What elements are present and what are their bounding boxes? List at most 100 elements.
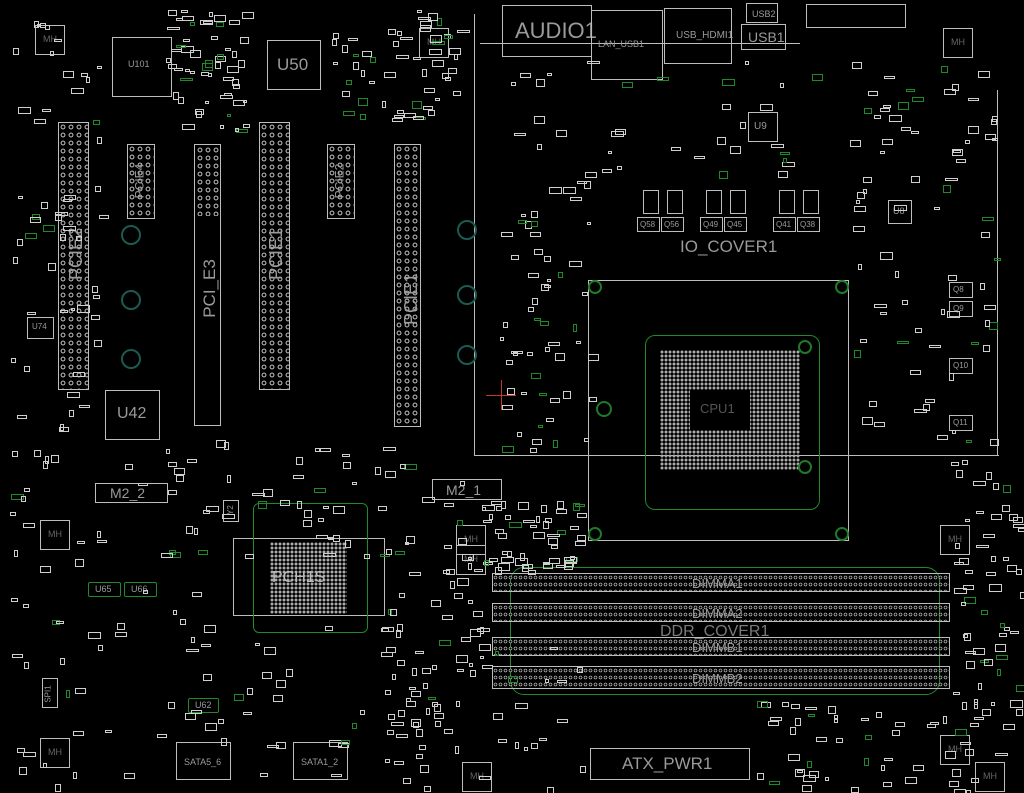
smd-pad <box>362 50 373 57</box>
smd-pad <box>411 690 422 697</box>
mosfet-q58[interactable] <box>637 217 660 232</box>
crystal-y2[interactable] <box>223 500 239 522</box>
smd-pad <box>943 715 948 724</box>
mosfet-q49[interactable] <box>700 217 723 232</box>
smd-pad <box>905 776 918 784</box>
m2-1-slot[interactable] <box>432 479 502 500</box>
smd-pad <box>53 39 62 43</box>
pcie-slot-1b[interactable] <box>394 144 421 427</box>
smd-pad <box>461 636 472 642</box>
smd-pad <box>547 786 555 793</box>
inductor <box>706 190 722 214</box>
dimm-b1-slot[interactable] <box>492 637 950 656</box>
vrm-q9[interactable] <box>949 301 973 317</box>
smd-pad <box>812 73 824 81</box>
pcie-slot-1[interactable] <box>259 122 290 390</box>
rear-connector-right[interactable] <box>806 4 906 28</box>
smd-pad <box>434 703 442 712</box>
smd-pad <box>243 123 251 128</box>
cpu-socket-outline[interactable] <box>588 280 849 541</box>
usb-hdmi-connector[interactable] <box>664 8 732 64</box>
sata-1-2-connector[interactable] <box>293 742 348 780</box>
smd-pad <box>936 435 948 441</box>
smd-pad <box>508 521 522 528</box>
vrm-q8[interactable] <box>949 282 973 298</box>
dimm-b2-slot[interactable] <box>492 666 950 689</box>
smd-pad <box>967 126 979 135</box>
chip-u65[interactable] <box>88 582 121 597</box>
cpu-socket-center <box>690 390 750 430</box>
mosfet-q56[interactable] <box>661 217 684 232</box>
smd-pad <box>562 187 576 195</box>
smd-pad <box>387 28 396 35</box>
smd-pad <box>378 506 388 512</box>
smd-pad <box>382 100 387 108</box>
smd-pad <box>62 225 76 231</box>
smd-pad <box>883 105 892 109</box>
pcie-slot-1b-label: PCIE1 <box>401 272 422 326</box>
smd-pad <box>970 342 979 346</box>
smd-pad <box>928 344 941 348</box>
smd-pad <box>216 54 224 61</box>
chip-u101[interactable] <box>112 37 172 97</box>
chip-u9[interactable] <box>748 112 778 142</box>
spi-header[interactable] <box>42 678 58 708</box>
smd-pad <box>442 72 450 79</box>
mounting-hole-label: MH <box>48 747 62 757</box>
smd-pad <box>550 647 559 651</box>
lan-usb-connector[interactable] <box>591 10 663 80</box>
smd-pad <box>427 109 435 116</box>
dimm-a1-slot[interactable] <box>492 573 950 592</box>
pcie-slot-e3[interactable] <box>194 144 221 426</box>
smd-pad <box>359 710 365 716</box>
smd-pad <box>444 503 455 508</box>
sata-5-6-connector[interactable] <box>176 742 231 780</box>
smd-pad <box>795 768 806 777</box>
vrm-q10[interactable] <box>949 358 973 374</box>
dimm-a2-label: DIMMA2 <box>692 606 743 621</box>
smd-pad <box>557 679 568 683</box>
smd-pad <box>862 189 867 195</box>
pcie-slot-2b[interactable] <box>327 144 355 219</box>
smd-pad <box>347 38 358 42</box>
smd-pad <box>392 117 404 122</box>
pcie-slot-4[interactable] <box>127 144 155 219</box>
smd-pad <box>506 550 512 557</box>
smd-pad <box>906 89 916 93</box>
pch-outline[interactable] <box>233 538 385 616</box>
chip-u62[interactable] <box>188 698 219 713</box>
mosfet-q41[interactable] <box>773 217 796 232</box>
smd-pad <box>219 94 233 99</box>
atx-power-connector[interactable] <box>590 748 750 780</box>
usb1-connector[interactable] <box>741 24 786 50</box>
smd-pad <box>482 665 494 670</box>
smd-pad <box>167 702 175 710</box>
chip-u42[interactable] <box>105 390 160 440</box>
chip-u42-label: U42 <box>117 405 147 422</box>
mosfet-q45[interactable] <box>724 217 747 232</box>
chip-u8[interactable] <box>888 200 912 224</box>
smd-pad <box>420 20 433 28</box>
dimm-a2-slot[interactable] <box>492 603 950 622</box>
vrm-q11[interactable] <box>949 415 973 431</box>
smd-pad <box>341 454 350 458</box>
smd-pad <box>873 303 887 308</box>
usb2-connector[interactable] <box>746 3 778 23</box>
pcie-slot-2[interactable] <box>58 122 89 390</box>
smd-pad <box>189 71 195 75</box>
smd-pad <box>721 103 731 110</box>
smd-pad <box>963 633 969 638</box>
m2-2-slot[interactable] <box>95 483 168 503</box>
chip-u74[interactable] <box>27 317 54 339</box>
smd-pad <box>964 597 977 605</box>
smd-pad <box>342 462 351 470</box>
smd-pad <box>523 747 528 752</box>
smd-pad <box>10 494 24 501</box>
smd-pad <box>346 80 353 86</box>
mosfet-q38[interactable] <box>797 217 820 232</box>
smd-pad <box>218 718 225 724</box>
chip-u50[interactable] <box>267 40 321 90</box>
smd-pad <box>387 713 395 720</box>
chip-u66[interactable] <box>124 582 157 597</box>
